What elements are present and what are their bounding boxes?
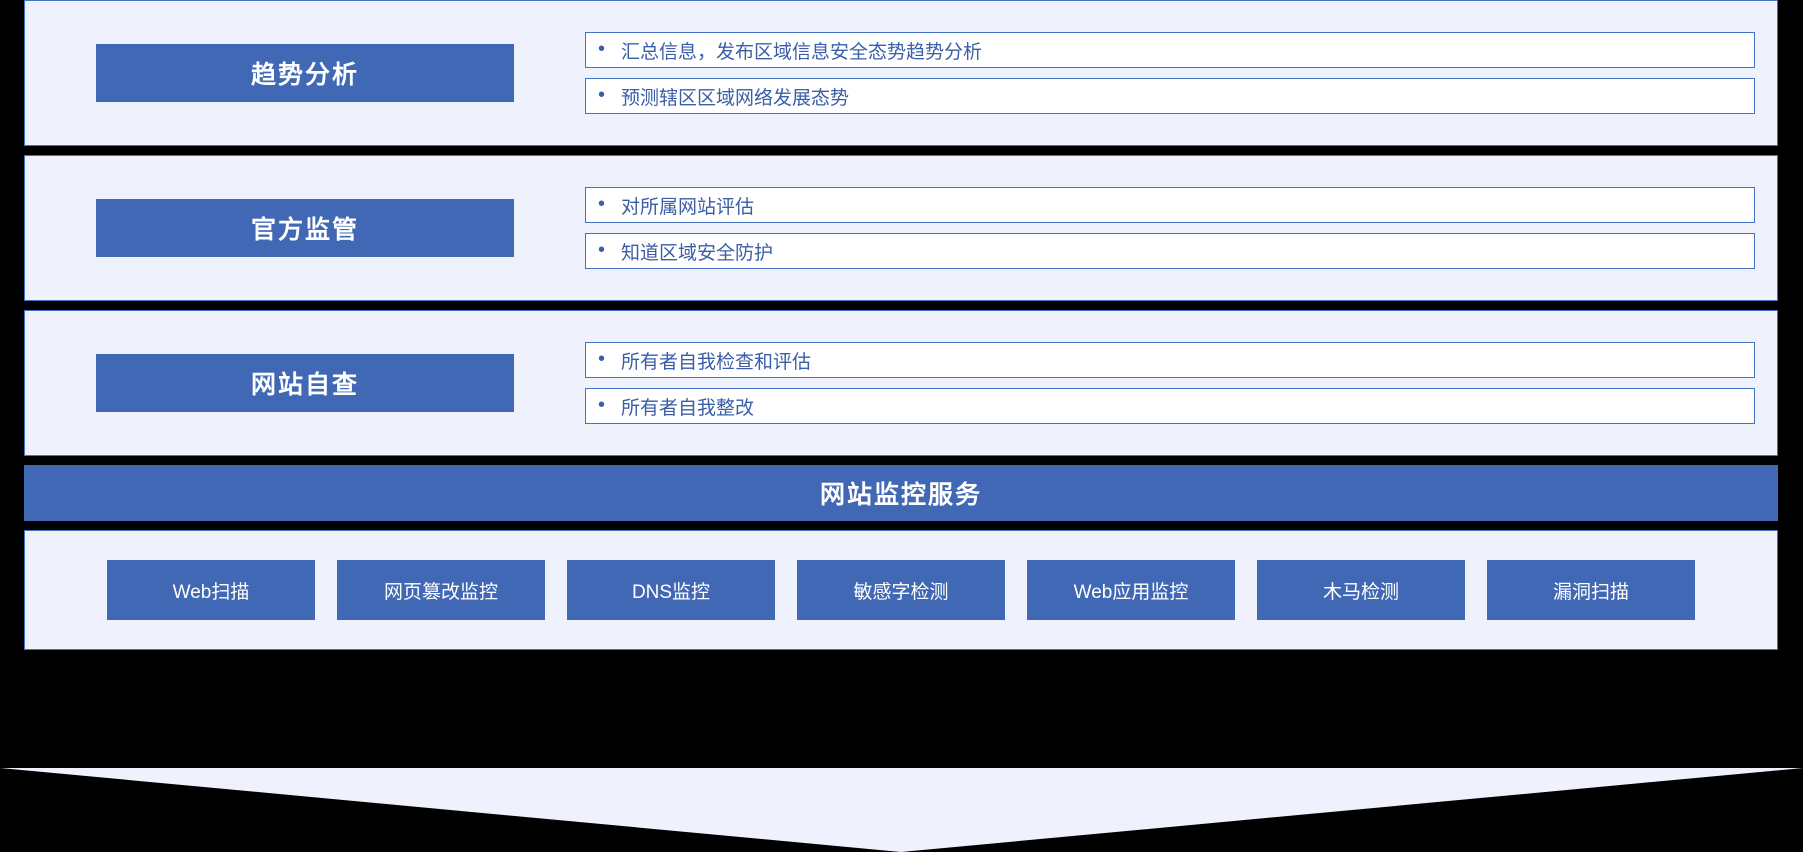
category-label: 趋势分析 — [250, 61, 359, 89]
category-cell: 网站自查 — [25, 354, 585, 412]
pyramid-diagram: 趋势分析 • 汇总信息，发布区域信息安全态势趋势分析 • 预测辖区区域网络发展态… — [24, 0, 1778, 650]
service-chip-page-tamper-monitor[interactable]: 网页篡改监控 — [337, 560, 545, 620]
category-cell: 趋势分析 — [25, 44, 585, 102]
layer-row-website-self-check: 网站自查 • 所有者自我检查和评估 • 所有者自我整改 — [24, 310, 1778, 456]
bullet-text: 所有者自我整改 — [621, 397, 755, 419]
bullet-text: 所有者自我检查和评估 — [621, 351, 812, 373]
category-label: 官方监管 — [250, 216, 359, 244]
bullet-item[interactable]: • 所有者自我检查和评估 — [585, 342, 1755, 378]
service-chip-label: 木马检测 — [1322, 581, 1399, 603]
bullet-dot-icon: • — [598, 239, 606, 261]
bullet-text: 知道区域安全防护 — [621, 242, 774, 264]
service-chip-label: DNS监控 — [631, 581, 711, 603]
bullet-text: 汇总信息，发布区域信息安全态势趋势分析 — [621, 41, 983, 63]
service-chip-label: 敏感字检测 — [853, 581, 949, 603]
category-box-trend-analysis[interactable]: 趋势分析 — [96, 44, 514, 102]
bullet-dot-icon: • — [598, 84, 606, 106]
service-chip-web-app-monitor[interactable]: Web应用监控 — [1027, 560, 1235, 620]
bullet-dot-icon: • — [598, 38, 606, 60]
bullet-list: • 汇总信息，发布区域信息安全态势趋势分析 • 预测辖区区域网络发展态势 — [585, 32, 1777, 114]
bullet-item[interactable]: • 汇总信息，发布区域信息安全态势趋势分析 — [585, 32, 1755, 68]
service-chip-web-scan[interactable]: Web扫描 — [107, 560, 315, 620]
service-chip-label: Web应用监控 — [1073, 581, 1189, 603]
bullet-dot-icon: • — [598, 348, 606, 370]
service-chip-vulnerability-scan[interactable]: 漏洞扫描 — [1487, 560, 1695, 620]
services-row: Web扫描 网页篡改监控 DNS监控 敏感字检测 Web应用监控 木马检测 漏洞… — [25, 560, 1777, 620]
bullet-item[interactable]: • 预测辖区区域网络发展态势 — [585, 78, 1755, 114]
bullet-item[interactable]: • 所有者自我整改 — [585, 388, 1755, 424]
bullet-list: • 对所属网站评估 • 知道区域安全防护 — [585, 187, 1777, 269]
service-chip-label: Web扫描 — [172, 581, 250, 603]
bullet-dot-icon: • — [598, 394, 606, 416]
category-box-official-supervision[interactable]: 官方监管 — [96, 199, 514, 257]
down-arrow-icon — [0, 768, 1803, 852]
bullet-list: • 所有者自我检查和评估 • 所有者自我整改 — [585, 342, 1777, 424]
bullet-text: 对所属网站评估 — [621, 196, 755, 218]
services-row-container: Web扫描 网页篡改监控 DNS监控 敏感字检测 Web应用监控 木马检测 漏洞… — [24, 530, 1778, 650]
bullet-item[interactable]: • 知道区域安全防护 — [585, 233, 1755, 269]
category-cell: 官方监管 — [25, 199, 585, 257]
bullet-item[interactable]: • 对所属网站评估 — [585, 187, 1755, 223]
service-chip-label: 网页篡改监控 — [383, 581, 498, 603]
category-box-website-self-check[interactable]: 网站自查 — [96, 354, 514, 412]
service-chip-trojan-detection[interactable]: 木马检测 — [1257, 560, 1465, 620]
bullet-dot-icon: • — [598, 193, 606, 215]
service-banner[interactable]: 网站监控服务 — [24, 465, 1778, 521]
service-banner-title: 网站监控服务 — [819, 481, 982, 509]
layer-row-official-supervision: 官方监管 • 对所属网站评估 • 知道区域安全防护 — [24, 155, 1778, 301]
service-chip-sensitive-word-detection[interactable]: 敏感字检测 — [797, 560, 1005, 620]
layer-row-trend-analysis: 趋势分析 • 汇总信息，发布区域信息安全态势趋势分析 • 预测辖区区域网络发展态… — [24, 0, 1778, 146]
category-label: 网站自查 — [250, 371, 359, 399]
service-chip-dns-monitor[interactable]: DNS监控 — [567, 560, 775, 620]
service-chip-label: 漏洞扫描 — [1552, 581, 1629, 603]
bullet-text: 预测辖区区域网络发展态势 — [621, 87, 850, 109]
